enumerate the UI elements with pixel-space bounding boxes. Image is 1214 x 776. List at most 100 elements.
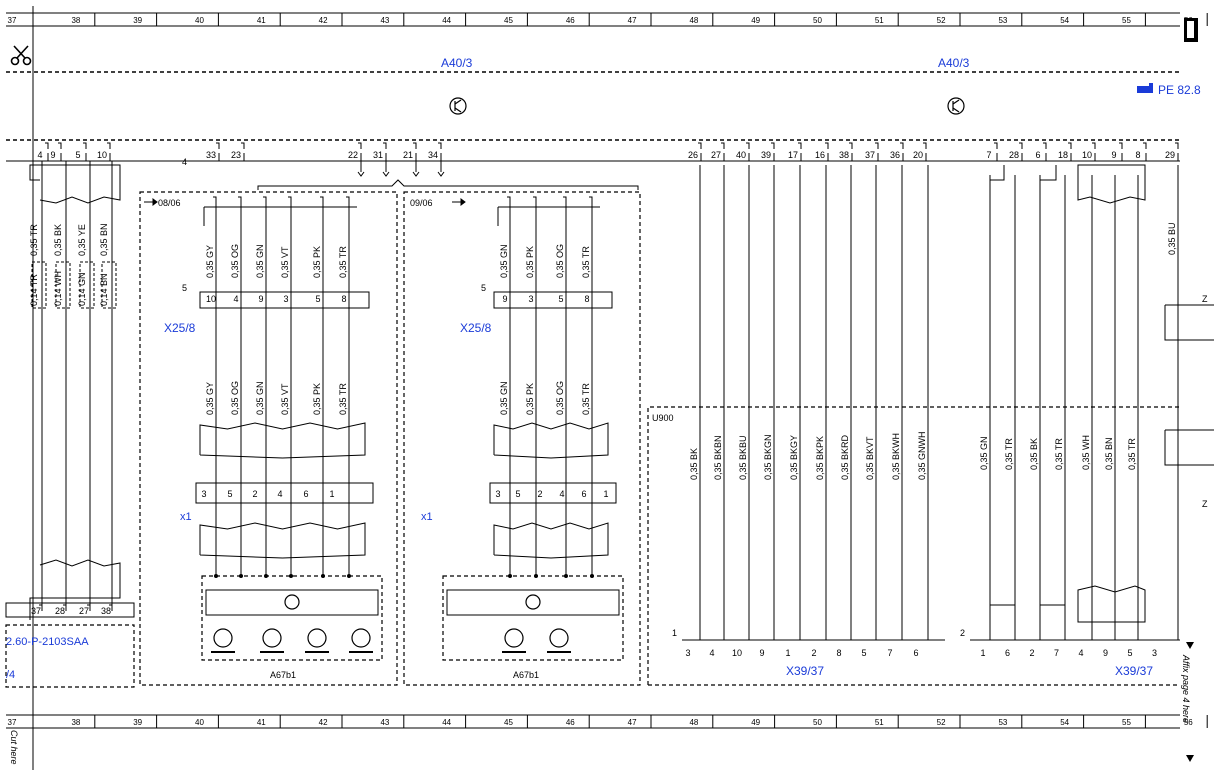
x1-label-left: x1	[180, 511, 192, 523]
wire-label: 0,35 TR	[581, 246, 591, 278]
ruler-cell: 53	[998, 16, 1007, 25]
pin-number: 38	[839, 150, 849, 160]
group-boundary-left	[139, 191, 398, 686]
ruler-cell: 50	[813, 718, 822, 727]
pin-number: 31	[373, 150, 383, 160]
pin-number: 7	[986, 150, 991, 160]
transistor-icon-right	[947, 97, 965, 115]
splice-box	[101, 261, 117, 309]
sensor-transistor-icon	[525, 594, 541, 610]
pin-marker	[771, 142, 775, 149]
wire-label: 0,35 GN	[499, 244, 509, 278]
wire-label: 0,35 TR	[1054, 438, 1064, 470]
pin-number: 2	[1029, 648, 1034, 658]
pin-number: 3	[283, 294, 288, 304]
splice-box	[31, 261, 47, 309]
ruler-cell: 44	[442, 718, 451, 727]
x39-label-right: X39/37	[1115, 664, 1153, 678]
pin-number: 1	[785, 648, 790, 658]
wire-label: 0,35 PK	[312, 383, 322, 415]
pin-marker	[589, 196, 593, 203]
pin-marker	[798, 142, 802, 149]
junction-dot	[239, 574, 243, 578]
wire-label: 0,35 GY	[205, 382, 215, 415]
ruler-cell: 51	[875, 16, 884, 25]
wire-label: 0,35 BKWH	[891, 433, 901, 480]
wire-label: 0,35 OG	[555, 244, 565, 278]
pin-marker	[1092, 142, 1096, 149]
ruler-cell: 48	[689, 718, 698, 727]
junction-dot	[264, 574, 268, 578]
pin-marker	[1068, 142, 1072, 149]
a67-label-left: A67b1	[270, 670, 296, 680]
pin-number: 28	[1009, 150, 1019, 160]
pin-number: 34	[428, 150, 438, 160]
junction-dot	[347, 574, 351, 578]
pin-marker	[413, 142, 417, 149]
twisted-pair	[989, 165, 1005, 205]
ruler-cell: 45	[504, 718, 513, 727]
wire-label: 0,35 PK	[525, 383, 535, 415]
pin-marker	[58, 142, 62, 149]
stub-end	[357, 171, 365, 177]
twisted-pair	[989, 582, 1016, 625]
ruler-cell: 52	[937, 718, 946, 727]
wire-label: 0,35 BK	[1029, 438, 1039, 470]
wire-label: 0,35 YE	[77, 224, 87, 256]
pin-number: 5	[227, 489, 232, 499]
pin-number: 9	[502, 294, 507, 304]
arrow-right-icon	[144, 198, 466, 206]
pin-number: 3	[685, 648, 690, 658]
module-boundary	[647, 406, 1180, 685]
pin-marker	[263, 196, 267, 203]
ruler-cell: 37	[8, 718, 17, 727]
affix-page-label: Affix page 4 here	[1181, 654, 1191, 723]
ruler-cell: 53	[998, 718, 1007, 727]
pin-number: 10	[1082, 150, 1092, 160]
pin-number: 17	[788, 150, 798, 160]
ruler-cell: 56	[1184, 718, 1193, 727]
pin-number: 3	[528, 294, 533, 304]
cable-sheath	[1077, 164, 1146, 204]
sensor-body	[205, 589, 379, 616]
wire-label: 0,35 TR	[29, 224, 39, 256]
wire-label: 0,35 BKBN	[713, 435, 723, 480]
pin-number: 6	[1005, 648, 1010, 658]
sensor-element	[262, 628, 282, 648]
sensor-element	[549, 628, 569, 648]
pin-number: 5	[1127, 648, 1132, 658]
pin-marker	[346, 196, 350, 203]
cable-sheath	[199, 422, 366, 459]
wire-label: 0,35 BN	[1104, 437, 1114, 470]
plug-number-5-right: 5	[481, 283, 486, 293]
pin-number: 33	[206, 150, 216, 160]
pin-marker	[825, 142, 829, 149]
stub-end	[437, 171, 445, 177]
wire-label: 0,35 BKVT	[865, 436, 875, 480]
pin-number: 2	[811, 648, 816, 658]
x25-label-left: X25/8	[164, 321, 196, 335]
cable-sheath	[1077, 585, 1146, 623]
x1-connector	[195, 482, 374, 504]
date-label-left: 08/06	[158, 198, 181, 208]
plug-number-4: 4	[182, 157, 187, 167]
ruler-cell: 37	[8, 16, 17, 25]
wire-label: 0,14 BN	[99, 273, 109, 306]
pin-marker	[721, 142, 725, 149]
wire-label: 0,35 OG	[230, 244, 240, 278]
junction-dot	[590, 574, 594, 578]
sensor-frame	[442, 575, 624, 661]
pin-marker	[849, 142, 853, 149]
ruler-cell: 47	[628, 718, 637, 727]
pin-number: 8	[584, 294, 589, 304]
pin-number: 9	[1111, 150, 1116, 160]
wire-label: 0,35 BN	[99, 223, 109, 256]
pin-number: 6	[303, 489, 308, 499]
ruler-cell: 51	[875, 718, 884, 727]
pin-number: 5	[315, 294, 320, 304]
wire-label: 0,35 TR	[581, 383, 591, 415]
wire-label: 0,35 TR	[338, 383, 348, 415]
pin-number: 3	[1152, 648, 1157, 658]
